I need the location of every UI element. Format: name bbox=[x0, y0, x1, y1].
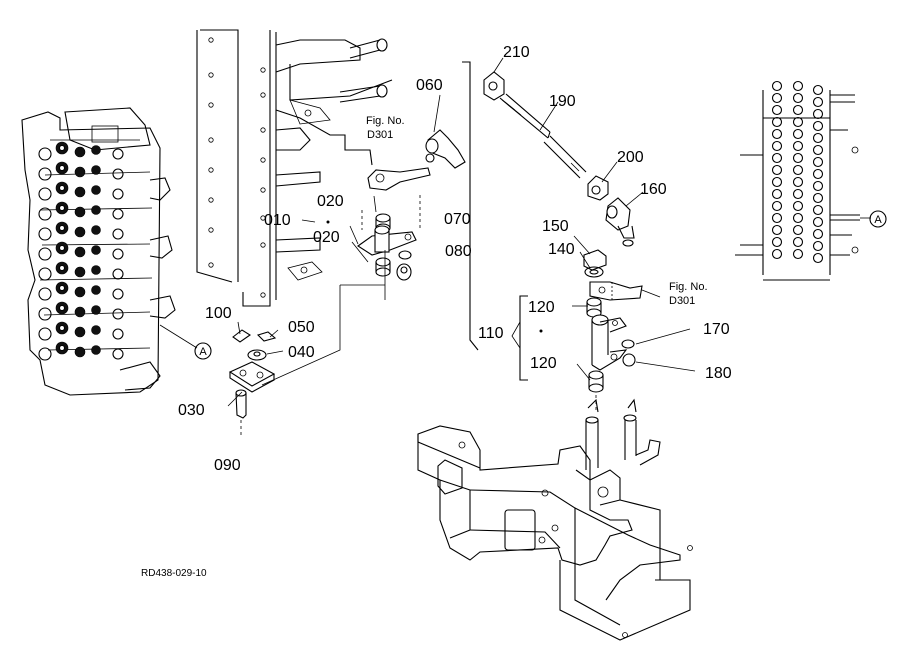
callout-020-upper: 020 bbox=[317, 193, 344, 210]
callout-050: 050 bbox=[288, 319, 315, 336]
callout-190: 190 bbox=[549, 93, 576, 110]
linkage-rod-illustration bbox=[433, 57, 644, 351]
valve-side-view-illustration: A bbox=[735, 80, 887, 281]
reference-mark-label: A bbox=[199, 346, 207, 358]
pin-assembly-illustration bbox=[227, 321, 284, 438]
callout-200: 200 bbox=[617, 149, 644, 166]
reference-mark-a-left bbox=[194, 342, 212, 360]
pivot-shaft-illustration bbox=[511, 235, 696, 412]
frame-bracket-illustration bbox=[196, 29, 466, 386]
callout-210: 210 bbox=[503, 44, 530, 61]
callout-170: 170 bbox=[703, 321, 730, 338]
figure-ref-number: D301 bbox=[669, 295, 695, 307]
callout-110: 110 bbox=[478, 325, 504, 342]
callout-140: 140 bbox=[548, 241, 575, 258]
callout-100: 100 bbox=[205, 305, 232, 322]
callout-150: 150 bbox=[542, 218, 569, 235]
base-bracket-illustration bbox=[417, 398, 693, 641]
callout-010: 010 bbox=[264, 212, 291, 229]
callout-060: 060 bbox=[416, 77, 443, 94]
control-valve-illustration: A bbox=[21, 107, 212, 396]
callout-040: 040 bbox=[288, 344, 315, 361]
figure-ref-label: Fig. No. bbox=[669, 281, 708, 293]
callout-020-lower: 020 bbox=[313, 229, 340, 246]
drawing-code: RD438-029-10 bbox=[141, 568, 207, 579]
figure-ref-number: D301 bbox=[367, 129, 393, 141]
callout-120-lower: 120 bbox=[530, 355, 557, 372]
callout-160: 160 bbox=[640, 181, 667, 198]
callout-030: 030 bbox=[178, 402, 205, 419]
callout-labels: 210 060 190 200 160 150 140 120 110 170 … bbox=[141, 44, 732, 579]
callout-120-upper: 120 bbox=[528, 299, 555, 316]
callout-090: 090 bbox=[214, 457, 241, 474]
callout-070: 070 bbox=[444, 211, 471, 228]
reference-mark-a-right bbox=[869, 210, 887, 228]
callout-180: 180 bbox=[705, 365, 732, 382]
callout-080: 080 bbox=[445, 243, 472, 260]
reference-mark-label: A bbox=[874, 214, 882, 226]
figure-ref-label: Fig. No. bbox=[366, 115, 405, 127]
